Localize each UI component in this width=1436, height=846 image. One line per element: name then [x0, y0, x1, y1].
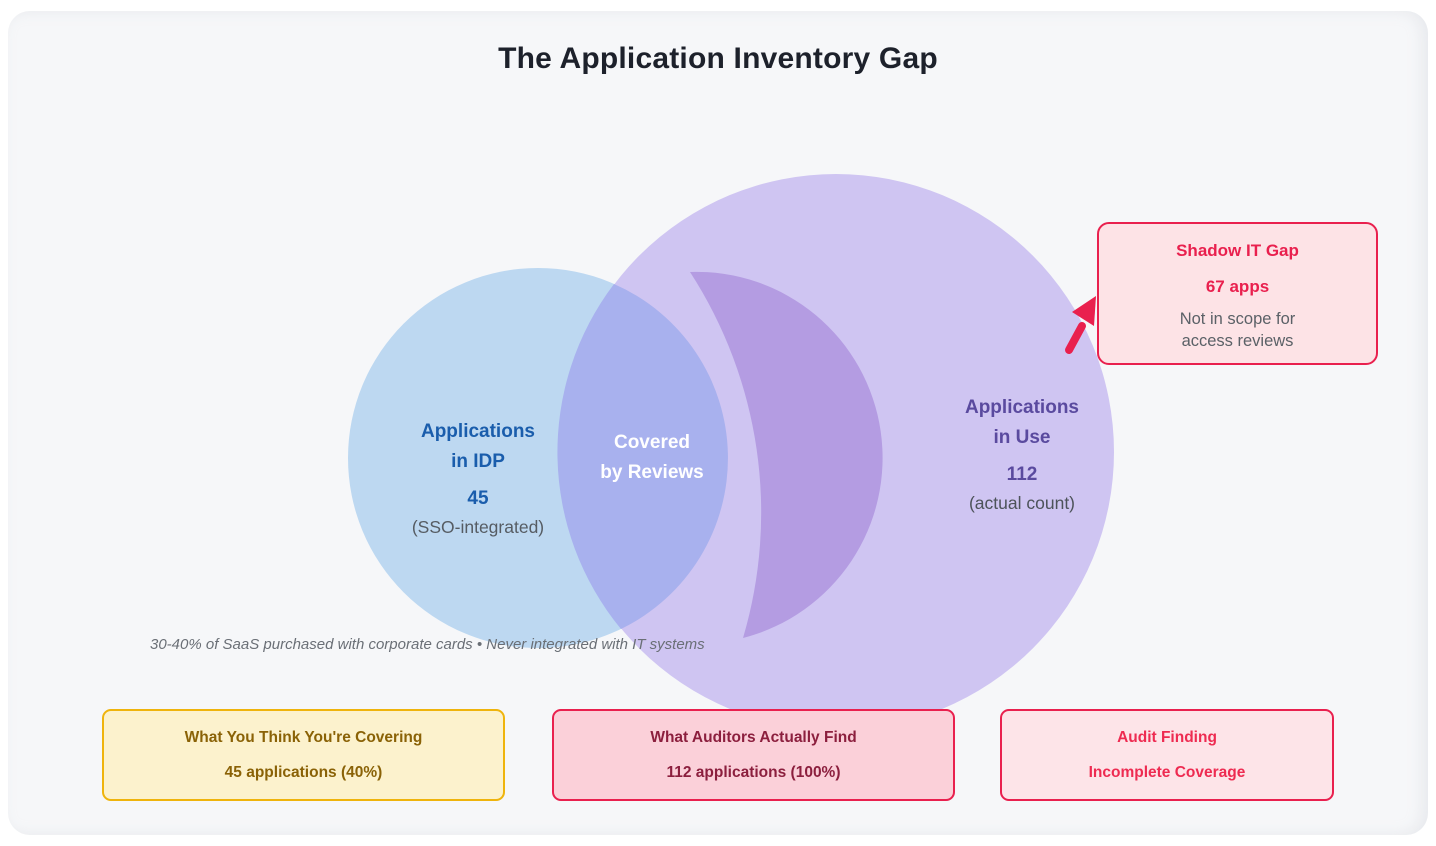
callout-arrow-head-icon	[1072, 296, 1096, 326]
auditors-find-value: 112 applications (100%)	[666, 764, 841, 781]
idp-note: (SSO-integrated)	[411, 517, 545, 537]
in-use-label-line2: in Use	[993, 427, 1051, 448]
callout-description-line1: Not in scope for	[1179, 310, 1296, 328]
callout-title: Shadow IT Gap	[1176, 241, 1299, 260]
callout-count: 67 apps	[1205, 277, 1270, 296]
idp-circle-label-group: Applications in IDP 45 (SSO-integrated)	[328, 417, 628, 540]
callout-arrow-shaft	[1065, 322, 1086, 354]
coverage-belief-value: 45 applications (40%)	[224, 764, 383, 781]
coverage-belief-title: What You Think You're Covering	[184, 729, 423, 746]
in-use-circle-label-group: Applications in Use 112 (actual count)	[872, 393, 1172, 516]
page-title: The Application Inventory Gap	[498, 42, 938, 75]
idp-label-line1: Applications	[420, 421, 535, 442]
overlap-label-group: Covered by Reviews	[532, 428, 772, 488]
in-use-label-line1: Applications	[964, 397, 1079, 418]
overlap-lens-shape	[557, 284, 728, 629]
shadow-gap-crescent-shape	[690, 271, 883, 638]
overlap-label-line2: by Reviews	[600, 462, 704, 483]
in-use-count: 112	[1006, 464, 1038, 485]
callout-description-line2: access reviews	[1181, 332, 1294, 350]
callout-description: Not in scope for access reviews	[1099, 308, 1376, 352]
footnote-text: 30-40% of SaaS purchased with corporate …	[150, 636, 705, 653]
audit-finding-box: Audit Finding Incomplete Coverage	[1000, 709, 1334, 801]
overlap-label-line1: Covered	[613, 432, 691, 453]
shadow-it-gap-callout: Shadow IT Gap 67 apps Not in scope for a…	[1097, 222, 1378, 365]
auditors-find-box: What Auditors Actually Find 112 applicat…	[552, 709, 955, 801]
coverage-belief-box: What You Think You're Covering 45 applic…	[102, 709, 505, 801]
audit-finding-title: Audit Finding	[1117, 729, 1217, 746]
idp-label-line2: in IDP	[451, 451, 505, 472]
auditors-find-title: What Auditors Actually Find	[650, 729, 857, 746]
idp-count: 45	[467, 488, 489, 509]
audit-finding-value: Incomplete Coverage	[1088, 764, 1246, 781]
in-use-note: (actual count)	[968, 493, 1076, 513]
